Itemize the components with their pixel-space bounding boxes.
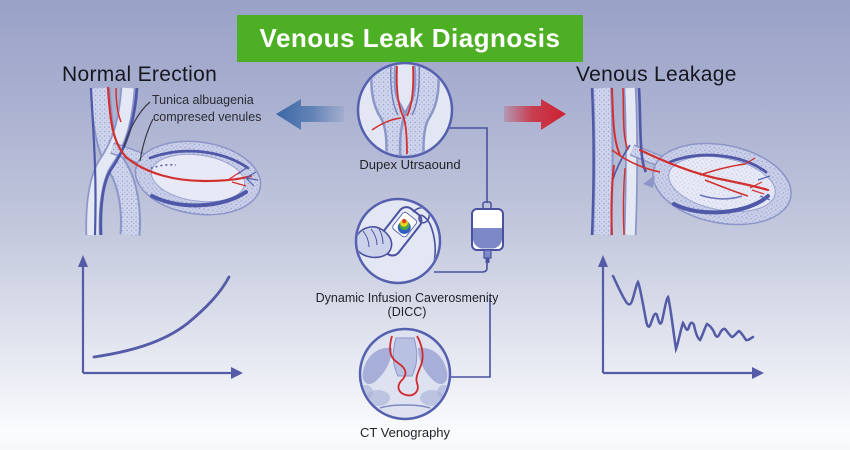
page-title: Venous Leak Diagnosis: [259, 23, 561, 53]
flow-connectors: [434, 127, 491, 378]
heading-venous-leakage: Venous Leakage: [576, 63, 737, 86]
label-duplex-ultrasound: Dupex Utrsaound: [359, 157, 461, 172]
heading-normal-erection: Normal Erection: [62, 63, 218, 86]
arrow-left-icon: [276, 99, 344, 130]
ct-venography-circle: [358, 327, 452, 421]
iv-bag-icon: [471, 201, 504, 263]
dicc-circle: [354, 197, 442, 285]
label-dicc-abbrev: (DICC): [387, 305, 427, 319]
title-banner: Venous Leak Diagnosis: [237, 15, 583, 62]
leak-direction-arrow: [643, 175, 655, 188]
label-ct-venography: CT Venography: [359, 425, 451, 440]
rigidity-rising-graph: [78, 255, 243, 379]
label-dicc: Dynamic Infusion Caverosmenity: [315, 291, 499, 305]
leader-line-venules: [139, 118, 154, 162]
hand-icon: [357, 226, 393, 259]
rigidity-declining-graph: [598, 255, 764, 379]
annotation-compressed-venules: compresed venules: [153, 110, 262, 124]
arrow-right-icon: [504, 99, 566, 130]
normal-erection-illustration: [85, 86, 262, 236]
duplex-ultrasound-circle: [356, 61, 454, 159]
annotation-tunica-albuginea: Tunica albuagenia: [152, 93, 254, 107]
venogram-trace: [389, 335, 424, 397]
venous-leakage-illustration: [590, 87, 792, 236]
leader-line-tunica: [123, 101, 151, 148]
